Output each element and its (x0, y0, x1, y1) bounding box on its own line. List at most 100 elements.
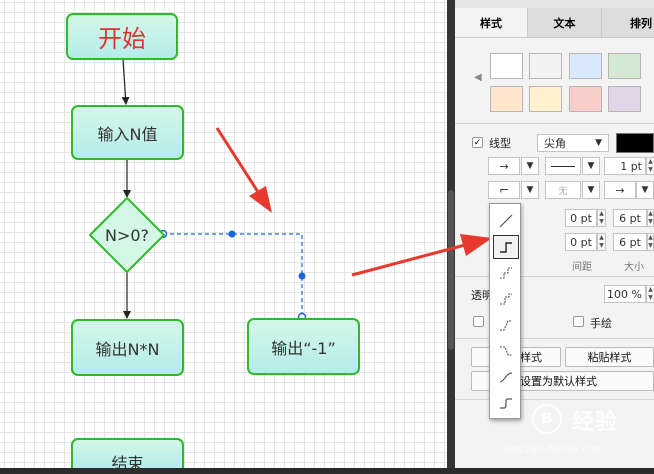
input-node-label: 输入N值 (97, 124, 158, 144)
line-end-select[interactable]: → (604, 181, 636, 199)
line-width-spinner[interactable]: ▲▼ (646, 157, 654, 175)
waypoint-option-curved[interactable] (493, 365, 519, 389)
canvas-scrollbar-thumb[interactable] (448, 190, 454, 350)
line-pattern-select[interactable] (545, 157, 581, 175)
panel-divider (455, 123, 654, 124)
opacity-label: 透明 (471, 289, 493, 302)
solid-line-icon (551, 165, 575, 167)
size-caption: 大小 (624, 262, 644, 273)
baidu-jingyan-watermark: B 经验 jingyan.baidu.com (504, 400, 654, 468)
swatch-gray[interactable] (529, 53, 562, 79)
opacity-spinner[interactable]: ▲▼ (646, 285, 654, 303)
line-end-dropdown[interactable]: ▼ (636, 181, 654, 199)
swatch-green[interactable] (608, 53, 641, 79)
waypoint-option-simple[interactable] (493, 261, 519, 285)
waypoint-style-select[interactable]: ⌐ (488, 181, 520, 199)
start-spacing-spinner[interactable]: ▲▼ (597, 209, 606, 227)
start-size-spinner[interactable]: ▲▼ (647, 209, 654, 227)
waypoint-style-dropdown[interactable]: ▼ (521, 181, 539, 199)
tab-text[interactable]: 文本 (527, 8, 601, 38)
line-width-value: 1 pt (620, 159, 642, 173)
edge-handle-midpoint[interactable] (228, 230, 236, 238)
line-start-select[interactable]: 无 (545, 181, 581, 199)
line-start-arrow-dropdown[interactable]: ▼ (521, 157, 539, 175)
waypoint-option-orthogonal[interactable] (493, 235, 519, 259)
decision-diamond-shape[interactable] (88, 196, 166, 274)
waypoint-option-orthogonal-curved[interactable] (493, 391, 519, 415)
simple-waypoint-icon (500, 267, 512, 279)
swatch-yellow[interactable] (529, 86, 562, 112)
waypoint-option-elbow[interactable] (493, 339, 519, 363)
prev-swatches-icon[interactable]: ◀ (474, 72, 482, 83)
panel-divider (455, 399, 654, 400)
start-node-label: 开始 (98, 25, 146, 53)
start-spacing-value: 0 pt (570, 211, 592, 225)
line-checkbox[interactable]: ✓ (472, 137, 483, 148)
end-node-label: 结束 (111, 454, 144, 473)
paste-style-label: 粘贴样式 (587, 351, 632, 364)
end-spacing-spinner[interactable]: ▲▼ (597, 233, 606, 251)
tab-text-label: 文本 (553, 16, 576, 30)
set-default-style-label: 设置为默认样式 (520, 375, 597, 388)
output-neg-node[interactable]: 输出“-1” (247, 318, 360, 375)
orthogonal-waypoint-icon: ⌐ (498, 183, 510, 197)
start-spacing-input[interactable]: 0 pt (565, 209, 597, 227)
output-square-node[interactable]: 输出N*N (71, 319, 184, 376)
panel-divider (455, 338, 654, 339)
chevron-down-icon: ▼ (587, 185, 595, 195)
tab-arrange[interactable]: 排列 (601, 8, 654, 38)
end-size-spinner[interactable]: ▲▼ (647, 233, 654, 251)
decision-node[interactable]: N>0? (90, 222, 164, 248)
line-start-dropdown[interactable]: ▼ (582, 181, 600, 199)
end-size-input[interactable]: 6 pt (613, 233, 647, 251)
arrow-right-icon: → (499, 159, 509, 173)
end-spacing-input[interactable]: 0 pt (565, 233, 597, 251)
edge-handle-waypoint[interactable] (298, 272, 306, 280)
curved-line-icon (499, 372, 513, 383)
corner-style-value: 尖角 (544, 137, 566, 150)
connectors-layer (88, 59, 307, 322)
line-start-arrow-select[interactable]: → (488, 157, 520, 175)
chevron-down-icon: ▼ (641, 185, 649, 195)
sketch-checkbox[interactable] (573, 316, 584, 327)
line-label: 线型 (489, 137, 511, 150)
opacity-value: 100 % (607, 287, 642, 301)
input-node[interactable]: 输入N值 (71, 105, 184, 160)
opacity-input[interactable]: 100 % (604, 285, 646, 303)
end-size-value: 6 pt (619, 235, 641, 249)
line-width-input[interactable]: 1 pt (604, 157, 646, 175)
tab-style[interactable]: 样式 (455, 8, 527, 38)
swatch-purple[interactable] (608, 86, 641, 112)
straight-line-icon (499, 214, 513, 228)
checkbox-hidden-option[interactable] (473, 316, 484, 327)
waypoint-option-isometric[interactable] (493, 287, 519, 311)
tab-style-label: 样式 (480, 16, 502, 30)
watermark-domain: jingyan.baidu.com (504, 444, 605, 455)
swatch-orange[interactable] (490, 86, 523, 112)
edge-start-to-input[interactable] (121, 59, 130, 105)
edge-decision-to-output-neg[interactable] (163, 233, 303, 317)
line-start-value: 无 (558, 186, 568, 197)
chevron-down-icon: ▼ (526, 161, 534, 171)
swatch-white[interactable] (490, 53, 523, 79)
chevron-down-icon: ▼ (587, 161, 595, 171)
end-node[interactable]: 结束 (71, 438, 184, 473)
swatch-red[interactable] (569, 86, 602, 112)
swatch-blue[interactable] (569, 53, 602, 79)
output-neg-label: 输出“-1” (271, 338, 336, 358)
start-size-value: 6 pt (619, 211, 641, 225)
line-color-picker[interactable] (616, 133, 654, 153)
diagram-canvas[interactable] (0, 0, 447, 468)
panel-top-strip (455, 0, 654, 8)
start-size-input[interactable]: 6 pt (613, 209, 647, 227)
paste-style-button[interactable]: 粘贴样式 (565, 347, 654, 367)
corner-style-select[interactable]: 尖角 ▼ (537, 134, 609, 152)
line-pattern-dropdown[interactable]: ▼ (582, 157, 600, 175)
waypoint-option-entity[interactable] (493, 313, 519, 337)
waypoint-option-straight[interactable] (493, 209, 519, 233)
paw-logo-icon: B (532, 404, 562, 434)
annotation-arrow-line (215, 127, 260, 193)
rounded-orthogonal-icon (500, 398, 512, 409)
start-node[interactable]: 开始 (66, 13, 178, 60)
copy-style-label: 样式 (520, 351, 542, 364)
